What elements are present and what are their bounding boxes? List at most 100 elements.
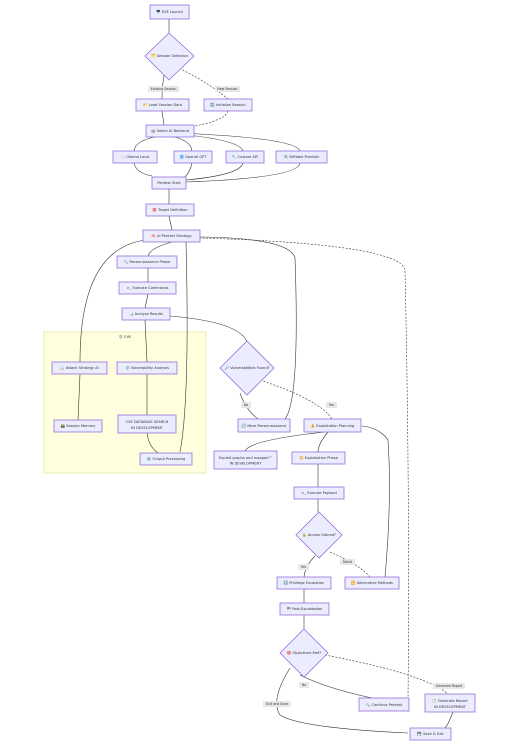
cve-database-text: CVE DATABASE SEARCH [126, 420, 169, 424]
label-exit-and-save: Exit and Save [263, 701, 291, 707]
continue-pentest-text: 🔍 Continue Pentest [366, 702, 403, 707]
node-session-selection: 🗂️ Session Selection [144, 32, 195, 81]
node-vuln-analysis: 🛡️ Vulnerability Analysis [116, 361, 178, 375]
node-generate-report: 📋 Generate Report IN DEVELOPMENT [424, 693, 476, 713]
node-exec-commands: >_ Execute Commands [118, 281, 177, 295]
svg-text:Yes: Yes [301, 565, 306, 569]
node-exploit-phase: 💥 Exploitation Phase [291, 451, 346, 465]
label-existing-session: Existing Session [148, 86, 179, 92]
openai-text: 🌀 OpenAI GPT [179, 154, 207, 159]
label-access-yes: Yes [298, 564, 309, 570]
edge-load-select [161, 110, 165, 126]
node-analyze-results: 📊 Analyze Results [121, 307, 171, 321]
eve-launch-text: 🖥️ EVE Launch [156, 9, 183, 14]
session-memory-text: 🗃️ Session Memory [60, 424, 96, 428]
edge-plan-phase [317, 431, 329, 453]
post-exploit-text: 🏁 Post-Exploitation [287, 606, 323, 611]
label-access-failed: Failed [340, 559, 355, 565]
exploit-graphs-text: Exploit graphs and mapped™ [219, 456, 272, 460]
more-recon-text: 🔄 More Reconnaissance [242, 423, 287, 428]
node-post-exploit: 🏁 Post-Exploitation [279, 602, 330, 616]
node-continue-pentest: 🔍 Continue Pentest [358, 697, 410, 712]
node-objectives-met: 🎯 Objectives Met? [279, 628, 329, 678]
eve-cluster-label: 🛡️ EVE [119, 334, 132, 339]
edge-obj-no [299, 674, 383, 701]
node-alt-methods: 🔀 Alternative Methods [344, 576, 400, 590]
exec-payload-text: >_ Execute Payload [301, 491, 336, 495]
node-session-memory: 🗃️ Session Memory [53, 419, 103, 433]
generate-report-text: 📋 Generate Report [432, 698, 468, 703]
ollama-text: 🦙 Ollama Local [121, 154, 150, 159]
svg-text:Generate Report: Generate Report [436, 684, 463, 688]
session-selection-text: 🗂️ Session Selection [151, 53, 188, 58]
ai-strategy-text: 🧠 AI Pentest Strategy [151, 233, 192, 238]
node-vuln-found: 🔎 Vulnerabilities Found? [219, 340, 275, 396]
edge-select-diffable [177, 132, 301, 152]
node-eve-launch: 🖥️ EVE Launch [149, 4, 190, 20]
node-custom-api: 🔧 Custom API [225, 150, 265, 164]
edge-alt-plan [361, 425, 390, 578]
node-pentest-start: Pentest Start [151, 176, 187, 190]
node-ai-strategy: 🧠 AI Pentest Strategy [142, 229, 201, 243]
node-select-ai: 🤖 Select AI Backend [145, 124, 195, 138]
recon-text: 🔍 Reconnaissance Phase [124, 259, 171, 264]
node-cve-database: CVE DATABASE SEARCH IN DEVELOPMENT [117, 414, 177, 434]
exec-commands-text: >_ Execute Commands [127, 286, 169, 290]
svg-text:No: No [244, 403, 248, 407]
node-exploit-planning: ⚠️ Exploitation Planning [303, 418, 362, 433]
node-diffable: 🛠️ Diffable Provider [275, 150, 328, 164]
edge-vuln-yes [259, 379, 333, 420]
node-exec-payload: >_ Execute Payload [293, 486, 345, 500]
diffable-text: 🛠️ Diffable Provider [284, 154, 320, 159]
vuln-found-text: 🔎 Vulnerabilities Found? [224, 365, 269, 370]
edges [77, 19, 454, 734]
output-processing-text: ⚙️ Output Processing [147, 456, 185, 461]
target-definition-text: 🎯 Target Definition [152, 207, 187, 212]
edge-output-strategy [179, 241, 188, 453]
edge-diffable-start [185, 162, 301, 183]
objectives-met-text: 🎯 Objectives Met? [287, 650, 321, 655]
cve-database-subtext: IN DEVELOPMENT [131, 426, 164, 430]
edge-plan-graphs [244, 431, 326, 452]
edge-obj-exit [276, 667, 409, 734]
edge-analyze-vuln-found [169, 315, 248, 343]
svg-text:No: No [302, 683, 306, 687]
label-new-session: New Session [215, 86, 240, 92]
svg-text:Yes: Yes [329, 403, 334, 407]
alt-methods-text: 🔀 Alternative Methods [351, 580, 393, 585]
access-gained-text: 🔓 Access Gained? [302, 532, 336, 537]
node-ollama: 🦙 Ollama Local [112, 150, 158, 164]
node-attack-strategy: ⚔️ Attack Strategy AI [51, 361, 108, 375]
priv-esc-text: ⬆️ Privilege Escalation [284, 580, 325, 585]
edge-ollama-start [133, 162, 153, 177]
edge-strategy-attack [79, 239, 147, 363]
analyze-results-text: 📊 Analyze Results [129, 311, 163, 316]
node-openai: 🌀 OpenAI GPT [173, 150, 213, 164]
init-session-text: 🆕 Initialize Session [210, 102, 246, 107]
label-vuln-yes: Yes [326, 402, 337, 408]
eve-cluster: 🛡️ EVE [43, 331, 207, 474]
select-ai-text: 🤖 Select AI Backend [151, 128, 189, 133]
edge-target-strategy [168, 215, 173, 231]
attack-strategy-text: ⚔️ Attack Strategy AI [60, 365, 98, 370]
edge-obj-report [324, 654, 451, 697]
exploit-phase-text: 💥 Exploitation Phase [299, 455, 339, 460]
exploit-planning-text: ⚠️ Exploitation Planning [311, 423, 355, 428]
edge-custom-start [185, 162, 244, 181]
generate-report-subtext: IN DEVELOPMENT [434, 705, 467, 709]
svg-text:Exit and Save: Exit and Save [266, 702, 288, 706]
node-output-processing: ⚙️ Output Processing [139, 452, 193, 466]
svg-text:Existing Session: Existing Session [151, 87, 177, 91]
edge-openai-start [184, 162, 193, 178]
edge-continue-strategy [199, 237, 409, 701]
node-priv-esc: ⬆️ Privilege Escalation [276, 576, 332, 590]
node-more-recon: 🔄 More Reconnaissance [237, 418, 291, 433]
node-recon: 🔍 Reconnaissance Phase [116, 255, 178, 269]
edge-select-ollama [133, 135, 161, 152]
edge-report-exit [444, 711, 454, 729]
edge-session-init [175, 66, 229, 100]
label-obj-no: No [299, 682, 309, 688]
load-session-text: 📂 Load Session Data [143, 103, 182, 107]
pentest-start-text: Pentest Start [157, 181, 181, 185]
node-load-session: 📂 Load Session Data [135, 98, 190, 112]
